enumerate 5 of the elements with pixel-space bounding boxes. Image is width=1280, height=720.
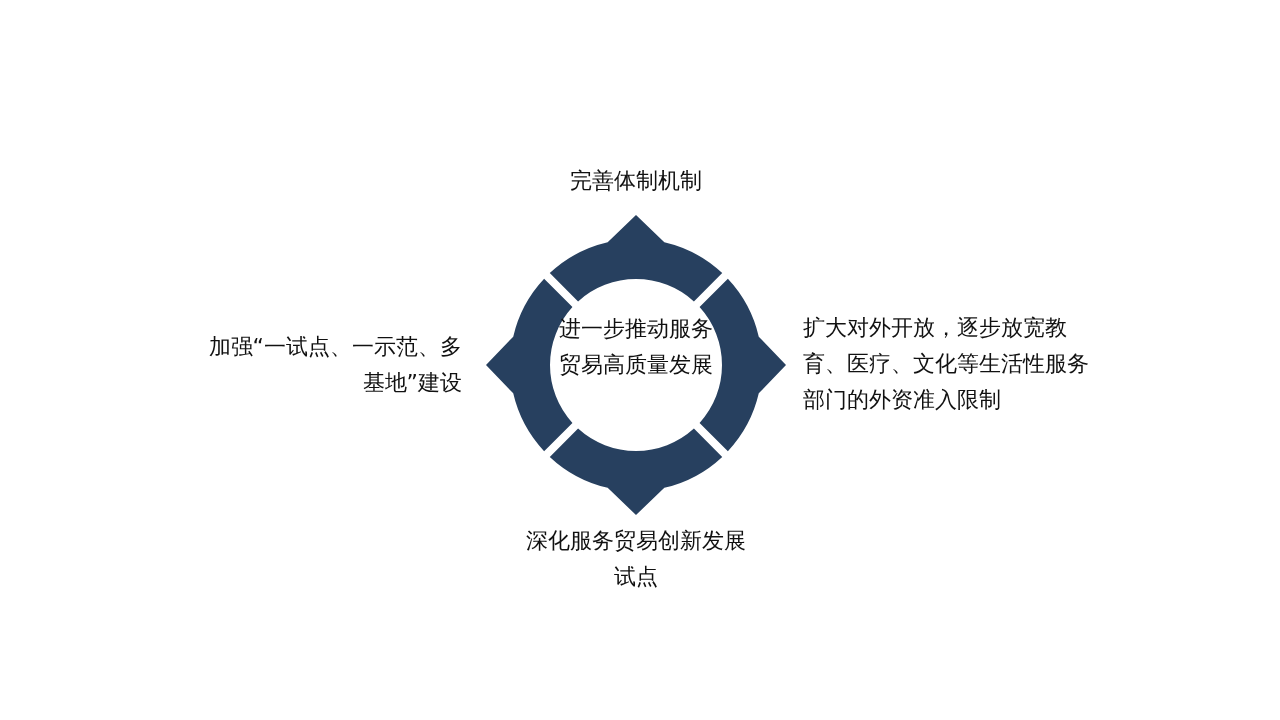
topic-text: 加强“一试点、一示范、多基地”建设 xyxy=(207,333,462,397)
topic-text: 深化服务贸易创新发展试点 xyxy=(525,527,747,591)
topic-text: 完善体制机制 xyxy=(569,167,703,195)
topic-text: 扩大对外开放，逐步放宽教育、医疗、文化等生活性服务部门的外资准入限制 xyxy=(803,314,1090,414)
center-text: 进一步推动服务贸易高质量发展 xyxy=(558,315,714,379)
